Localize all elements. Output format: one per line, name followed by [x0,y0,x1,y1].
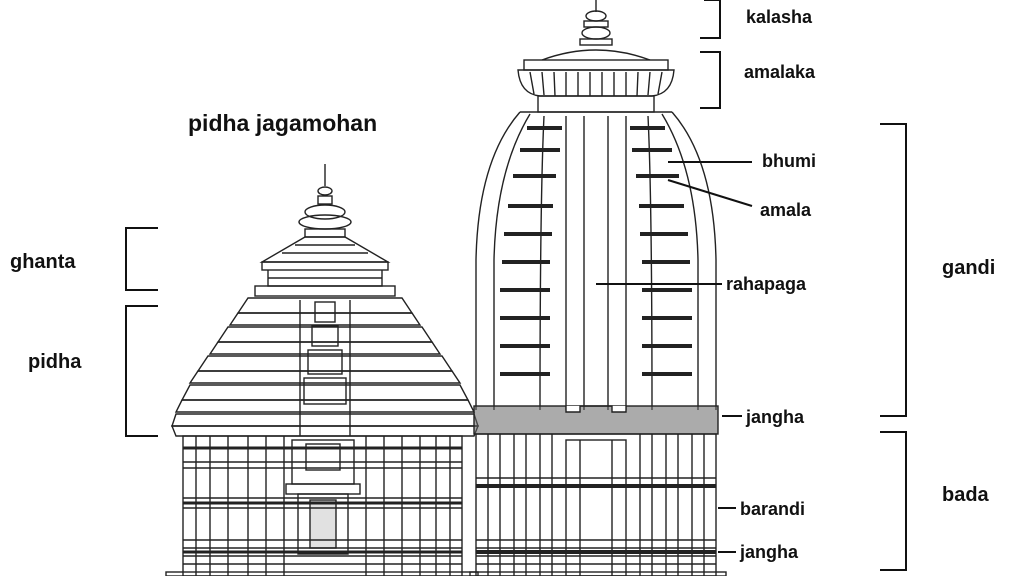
label-bada: bada [942,484,989,506]
label-barandi: barandi [740,499,806,519]
jagamohan-drawing [165,164,480,576]
label-bhumi: bhumi [762,151,816,171]
label-ghanta: ghanta [10,251,76,273]
label-amala: amala [760,200,812,220]
label-pidha: pidha [28,351,82,373]
deul-drawing [469,0,727,576]
label-amalaka: amalaka [744,62,816,82]
label-rahapaga: rahapaga [726,274,807,294]
label-jangha-bottom: jangha [740,542,799,562]
label-kalasha: kalasha [746,7,813,27]
diagram-title: pidha jagamohan [188,110,378,136]
label-gandi: gandi [942,257,996,279]
label-jangha-top: jangha [746,407,805,427]
